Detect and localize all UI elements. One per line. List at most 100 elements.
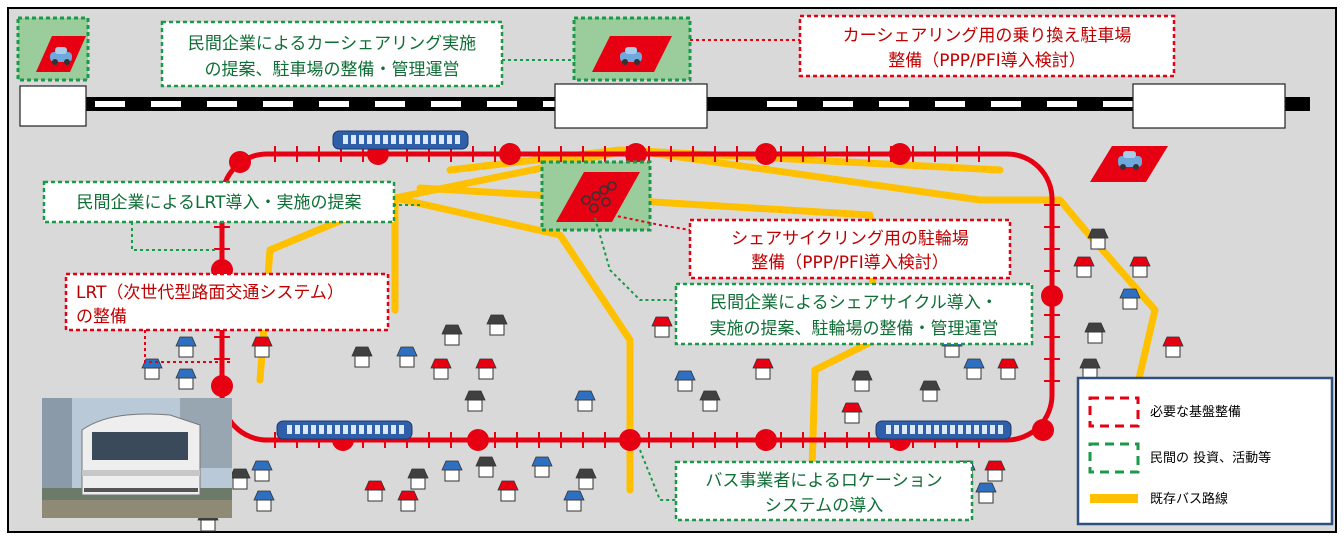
- tram-window: [359, 135, 364, 144]
- houses: [141, 228, 1184, 532]
- label-private-lrt-line1: 民間企業によるLRT導入・実施の提案: [77, 193, 362, 213]
- house: [574, 390, 596, 412]
- house: [851, 370, 873, 392]
- rail-dash: [991, 101, 1021, 107]
- tram-window: [447, 135, 452, 144]
- carshare-parking-icon-left: [16, 16, 90, 82]
- rail-dash: [263, 101, 293, 107]
- tram-window: [303, 425, 308, 434]
- house: [752, 358, 774, 380]
- label-bus-location-line2: システムの導入: [765, 496, 884, 516]
- house: [1079, 358, 1101, 380]
- tram-window: [966, 425, 971, 434]
- house: [229, 468, 251, 490]
- house: [397, 490, 419, 512]
- tram-window: [910, 425, 915, 434]
- tram-window: [902, 425, 907, 434]
- lrt-stop: [755, 143, 777, 165]
- rail-dash: [879, 101, 909, 107]
- tram-window: [367, 425, 372, 434]
- label-private-cycle-line1: 民間企業によるシェアサイクル導入・: [710, 293, 998, 313]
- label-lrt-development: LRT（次世代型路面交通システム） の整備: [64, 272, 390, 332]
- tram-window: [335, 425, 340, 434]
- house: [396, 346, 418, 368]
- rail-dash: [487, 101, 517, 107]
- legend-item-infra: 必要な基盤整備: [1088, 396, 1241, 428]
- house: [464, 390, 486, 412]
- tram-window: [311, 425, 316, 434]
- tram-window: [431, 135, 436, 144]
- house: [175, 368, 197, 390]
- tram-window: [407, 135, 412, 144]
- house: [674, 370, 696, 392]
- tram-window: [974, 425, 979, 434]
- house: [975, 482, 997, 504]
- label-private-cycle: 民間企業によるシェアサイクル導入・ 実施の提案、駐輪場の整備・管理運営: [674, 282, 1034, 346]
- house: [253, 490, 275, 512]
- label-cycle-parking: シェアサイクリング用の駐輪場 整備（PPP/PFI導入検討）: [688, 218, 1012, 280]
- carshare-parking-icon-right: [1090, 146, 1168, 182]
- house: [1084, 322, 1106, 344]
- house: [475, 358, 497, 380]
- tram-window: [295, 425, 300, 434]
- tram-window: [383, 425, 388, 434]
- station-right: [1132, 83, 1286, 129]
- lrt-stop: [619, 429, 641, 451]
- label-private-carshare: 民間企業によるカーシェアリング実施 の提案、駐車場の整備・管理運営: [160, 20, 504, 88]
- tram-window: [343, 425, 348, 434]
- station-center: [554, 83, 708, 129]
- tram-window: [391, 135, 396, 144]
- house: [1162, 336, 1184, 358]
- tram-window: [423, 135, 428, 144]
- tram-window: [942, 425, 947, 434]
- legend-item-bus: 既存バス路線: [1090, 491, 1228, 507]
- label-carshare-parking: カーシェアリング用の乗り換え駐車場 整備（PPP/PFI導入検討）: [798, 14, 1176, 78]
- lrt-stop: [1032, 419, 1054, 441]
- house: [997, 358, 1019, 380]
- tram-window: [351, 425, 356, 434]
- tram-window: [415, 135, 420, 144]
- house: [441, 324, 463, 346]
- house: [407, 468, 429, 490]
- label-lrt-development-line2: の整備: [76, 307, 127, 327]
- rail-dash: [95, 101, 125, 107]
- house: [364, 480, 386, 502]
- label-private-lrt: 民間企業によるLRT導入・実施の提案: [42, 180, 396, 224]
- station-left: [19, 85, 87, 127]
- rail-dash: [935, 101, 965, 107]
- house: [699, 390, 721, 412]
- rail-dash: [151, 101, 181, 107]
- label-bus-location-line1: バス事業者によるロケーション: [705, 471, 942, 491]
- rail-dash: [767, 101, 797, 107]
- tram-window: [455, 135, 460, 144]
- tram-window: [950, 425, 955, 434]
- house: [963, 358, 985, 380]
- tram-window: [918, 425, 923, 434]
- lrt-stop: [1041, 285, 1063, 307]
- house: [651, 316, 673, 338]
- label-bus-location: バス事業者によるロケーション システムの導入: [674, 460, 974, 522]
- house: [441, 460, 463, 482]
- label-carshare-parking-line2: 整備（PPP/PFI導入検討）: [888, 51, 1086, 71]
- house: [1073, 256, 1095, 278]
- tram-window: [391, 425, 396, 434]
- tram-window: [383, 135, 388, 144]
- tram-window: [359, 425, 364, 434]
- house: [475, 456, 497, 478]
- label-cycle-parking-line1: シェアサイクリング用の駐輪場: [731, 229, 969, 249]
- label-private-carshare-line2: の提案、駐車場の整備・管理運営: [205, 60, 460, 80]
- lrt-stop: [211, 375, 233, 397]
- house: [984, 460, 1006, 482]
- tram-photo: [42, 398, 232, 518]
- tram-window: [894, 425, 899, 434]
- tram-window: [990, 425, 995, 434]
- lrt-stop: [229, 151, 251, 173]
- label-cycle-parking-line2: 整備（PPP/PFI導入検討）: [751, 253, 949, 273]
- tram-window: [926, 425, 931, 434]
- tram-window: [319, 425, 324, 434]
- tram-window: [367, 135, 372, 144]
- label-lrt-development-line1: LRT（次世代型路面交通システム）: [76, 283, 344, 303]
- tram-window: [351, 135, 356, 144]
- legend: 必要な基盤整備 民間の 投資、活動等 既存バス路線: [1076, 376, 1334, 526]
- house: [497, 480, 519, 502]
